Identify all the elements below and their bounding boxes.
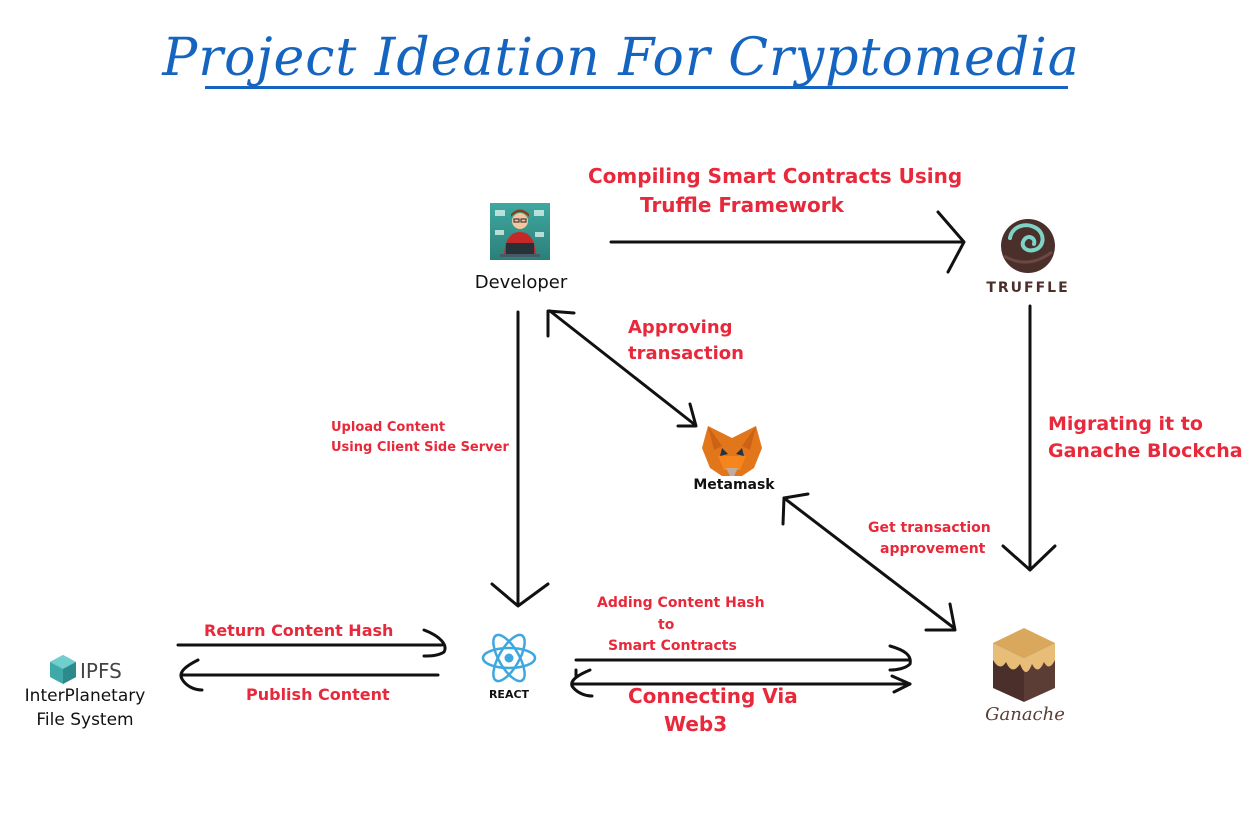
- edge-label-compile-line1: Compiling Smart Contracts Using: [588, 164, 963, 188]
- edge-label-adding-line2: to: [658, 617, 675, 633]
- arrow-publish-content: [179, 658, 440, 692]
- node-ipfs-logo-text: IPFS: [80, 659, 122, 683]
- arrow-react-to-ganache: [574, 644, 912, 672]
- developer-icon: [490, 203, 550, 260]
- node-truffle-label: TRUFFLE: [986, 280, 1070, 296]
- react-icon: [481, 633, 537, 683]
- edge-label-connecting-line2: Web3: [664, 712, 728, 736]
- edge-label-return-hash: Return Content Hash: [204, 621, 394, 640]
- metamask-icon: [702, 426, 762, 476]
- edge-label-migrate-line1: Migrating it to: [1048, 413, 1203, 435]
- edge-label-get-tx-line2: approvement: [880, 541, 986, 557]
- arrow-developer-to-react: [490, 310, 550, 608]
- node-developer-label: Developer: [474, 272, 568, 293]
- node-ganache-label: Ganache: [985, 704, 1065, 725]
- edge-label-migrate-line2: Ganache Blockchain: [1048, 440, 1242, 462]
- edge-label-compile-line2: Truffle Framework: [640, 193, 844, 217]
- arrow-return-content-hash: [176, 628, 447, 658]
- edge-label-approve-line2: transaction: [628, 343, 744, 364]
- edge-label-connecting-line1: Connecting Via: [628, 684, 798, 708]
- edge-label-upload-line1: Upload Content: [331, 420, 446, 435]
- arrow-developer-to-truffle: [609, 210, 966, 274]
- page-title: Project Ideation For Cryptomedia: [162, 28, 1080, 88]
- edge-label-adding-line3: Smart Contracts: [608, 638, 737, 654]
- node-metamask-label: Metamask: [693, 477, 775, 493]
- edge-label-approve-line1: Approving: [628, 317, 733, 338]
- ganache-icon: [993, 628, 1055, 702]
- node-ipfs-label-line1: InterPlanetary: [24, 686, 146, 706]
- title-underline: [205, 86, 1068, 89]
- edge-label-adding-line1: Adding Content Hash: [597, 595, 765, 611]
- edge-label-publish: Publish Content: [246, 685, 390, 704]
- node-ipfs-label-line2: File System: [36, 710, 134, 730]
- edge-label-get-tx-line1: Get transaction: [868, 520, 991, 536]
- arrow-truffle-to-ganache: [1001, 304, 1057, 572]
- arrow-metamask-ganache: [781, 492, 957, 632]
- edge-label-upload-line2: Using Client Side Server: [331, 440, 509, 455]
- truffle-icon: [1001, 219, 1055, 273]
- arrow-ganache-to-react: [570, 668, 912, 698]
- node-react-label: REACT: [488, 688, 530, 701]
- arrow-developer-metamask: [546, 309, 698, 428]
- ipfs-cube-icon: [50, 655, 76, 684]
